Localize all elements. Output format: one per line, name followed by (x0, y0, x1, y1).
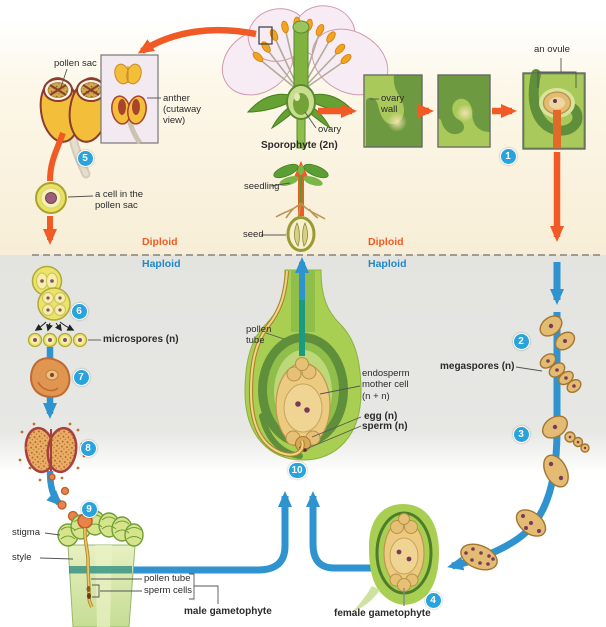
an-ovule-bracket (537, 71, 577, 88)
label-stigma: stigma (12, 527, 40, 538)
label-pollen-tube-style: pollen tube (144, 573, 191, 584)
label-ovary-wall-line1: ovary (381, 93, 405, 104)
label-anther-line1: anther (163, 93, 190, 104)
label-female-gametophyte: female gametophyte (334, 608, 431, 619)
step-badge-1: 1 (499, 147, 517, 165)
pollen-grain-cell (30, 357, 71, 398)
ovary-wall-box-1 (363, 74, 423, 148)
label-an-ovule: an ovule (534, 44, 570, 55)
step-badge-10: 10 (287, 461, 307, 479)
label-anther-line3: view) (163, 115, 186, 126)
label-microspores: microspores (n) (103, 334, 179, 345)
male-gametophyte-bracket (189, 573, 195, 600)
female-gametophyte-art (352, 504, 439, 612)
label-seed: seed (243, 229, 264, 240)
step-badge-9: 9 (80, 500, 98, 518)
step-badge-7: 7 (72, 368, 90, 386)
step-badge-3: 3 (512, 425, 530, 443)
label-diploid-right: Diploid (368, 236, 404, 248)
label-ovary: ovary (318, 124, 342, 135)
sperm-cells-bracket (92, 584, 100, 598)
megaspore-chain-art (460, 315, 590, 571)
label-cell-in-pollen-sac-line2: pollen sac (95, 200, 138, 211)
label-endosperm-line2: mother cell (362, 379, 409, 390)
label-haploid-left: Haploid (142, 258, 181, 270)
label-endosperm-line1: endosperm (362, 368, 410, 379)
stamen-callout-box (258, 26, 273, 45)
label-haploid-right: Haploid (368, 258, 407, 270)
seed-art (286, 216, 316, 252)
stigma-style-art (57, 510, 144, 627)
label-pointers (39, 58, 577, 604)
dehiscing-anther (18, 422, 86, 482)
step-badge-2: 2 (512, 332, 530, 350)
seedling-art (273, 163, 329, 220)
ovule-fertilization-art (244, 269, 362, 461)
label-pollen-tube-line1: pollen (246, 324, 272, 335)
ovary-wall-box-2 (437, 74, 491, 148)
microspores-row (27, 332, 88, 348)
label-endosperm-line3: (n + n) (362, 391, 390, 402)
label-sperm: sperm (n) (362, 421, 408, 432)
step-badge-6: 6 (70, 302, 88, 320)
label-anther-line2: (cutaway (163, 104, 202, 115)
ovule-box (522, 69, 586, 150)
pollen-sac-cell (35, 182, 67, 214)
label-sporophyte: Sporophyte (2n) (261, 140, 338, 151)
microspore-mother-cells (31, 265, 75, 332)
label-pollen-sac: pollen sac (54, 58, 97, 69)
label-sperm-cells: sperm cells (144, 585, 193, 596)
label-cell-in-pollen-sac-line1: a cell in the (95, 189, 144, 200)
label-seedling: seedling (244, 181, 280, 192)
label-diploid-left: Diploid (142, 236, 178, 248)
label-egg: egg (n) (364, 411, 398, 422)
label-male-gametophyte: male gametophyte (184, 606, 272, 617)
anther-detail-box (100, 54, 159, 145)
label-ovary-wall-line2: wall (381, 104, 398, 115)
anther-cutaway (39, 77, 110, 179)
label-style: style (12, 552, 32, 563)
label-megaspores: megaspores (n) (440, 361, 515, 372)
step-badge-5: 5 (76, 149, 94, 167)
label-pollen-tube-line2: tube (246, 335, 265, 346)
step-badge-4: 4 (424, 591, 442, 609)
step-badge-8: 8 (79, 439, 97, 457)
